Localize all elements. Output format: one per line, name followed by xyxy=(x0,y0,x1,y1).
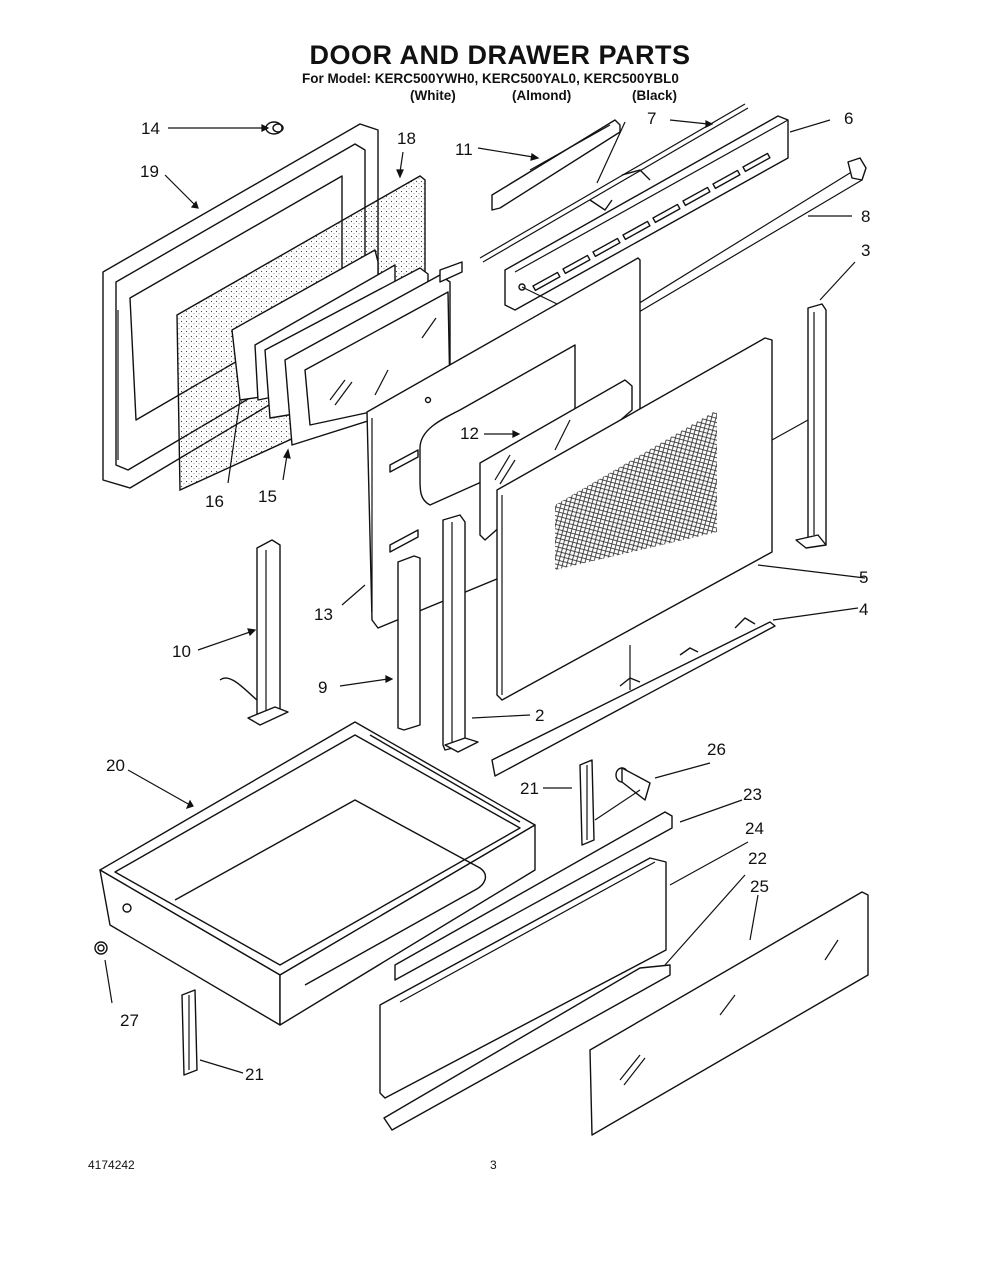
callout-leaders xyxy=(104,119,866,1074)
callout-7: 7 xyxy=(647,109,657,128)
callout-10: 10 xyxy=(172,642,191,661)
part-27-drawer-bumper xyxy=(94,903,132,955)
color-black: (Black) xyxy=(632,88,678,103)
callout-12: 12 xyxy=(460,424,479,443)
part-5-outer-panel xyxy=(496,337,773,701)
callout-9: 9 xyxy=(318,678,328,697)
callout-8: 8 xyxy=(861,207,871,226)
callout-24: 24 xyxy=(745,819,764,838)
page-number: 3 xyxy=(490,1158,497,1172)
part-25-drawer-glass xyxy=(589,891,869,1136)
callout-23: 23 xyxy=(743,785,762,804)
callout-25: 25 xyxy=(750,877,769,896)
callout-18: 18 xyxy=(397,129,416,148)
callout-21-lower: 21 xyxy=(245,1065,264,1084)
part-9-trim-strip xyxy=(397,555,421,731)
callout-3: 3 xyxy=(861,241,871,260)
callout-5: 5 xyxy=(859,568,869,587)
callout-26: 26 xyxy=(707,740,726,759)
callout-16: 16 xyxy=(205,492,224,511)
part-20-drawer xyxy=(99,721,536,1026)
callout-2: 2 xyxy=(535,706,545,725)
part-6-top-channel xyxy=(504,115,789,311)
callout-15: 15 xyxy=(258,487,277,506)
color-white: (White) xyxy=(410,88,456,103)
callout-21-upper: 21 xyxy=(520,779,539,798)
color-almond: (Almond) xyxy=(512,88,572,103)
part-21-drawer-slide-upper xyxy=(579,759,595,846)
part-21-drawer-slide-lower xyxy=(181,989,198,1076)
page-title: DOOR AND DRAWER PARTS xyxy=(309,40,691,70)
callout-14: 14 xyxy=(141,119,160,138)
document-number: 4174242 xyxy=(88,1158,135,1172)
part-4-bottom-trim xyxy=(491,617,776,777)
part-10-hinge-bracket xyxy=(219,539,289,726)
part-22-bottom-trim xyxy=(383,964,671,1131)
callout-22: 22 xyxy=(748,849,767,868)
callout-4: 4 xyxy=(859,600,869,619)
part-11-bracket xyxy=(491,119,621,211)
part-2-hinge-channel xyxy=(442,514,479,753)
part-7-rod xyxy=(479,103,749,263)
callout-11: 11 xyxy=(455,140,473,159)
callout-20: 20 xyxy=(106,756,125,775)
part-3-side-trim xyxy=(771,303,827,549)
callout-6: 6 xyxy=(844,109,854,128)
part-23-drawer-rail xyxy=(394,811,673,981)
callout-19: 19 xyxy=(140,162,159,181)
model-subtitle: For Model: KERC500YWH0, KERC500YAL0, KER… xyxy=(302,71,679,86)
part-26-roller xyxy=(594,767,651,821)
callout-13: 13 xyxy=(314,605,333,624)
part-24-drawer-front xyxy=(379,857,667,1099)
callout-27: 27 xyxy=(120,1011,139,1030)
